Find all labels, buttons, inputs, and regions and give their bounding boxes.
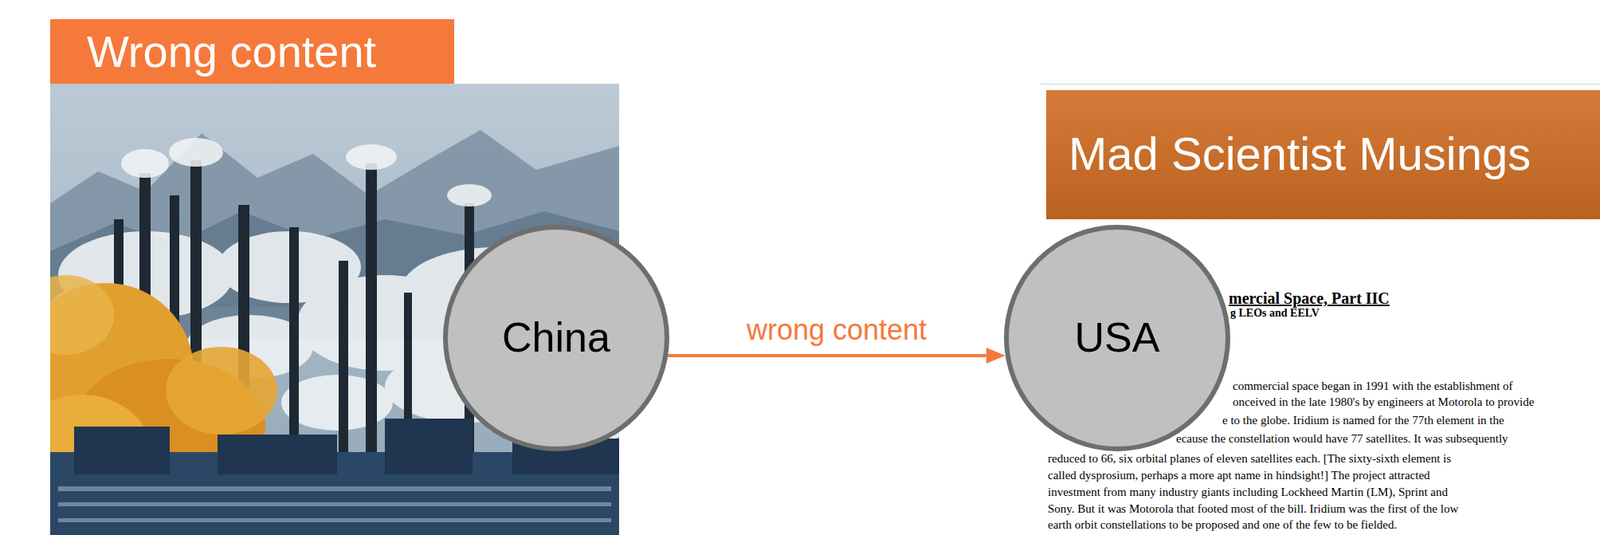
arrow-head <box>986 347 1006 364</box>
illustration-part <box>165 346 278 435</box>
body-line: Sony. But it was Motorola that footed mo… <box>1047 501 1459 516</box>
body-line: investment from many industry giants inc… <box>1047 484 1448 499</box>
body-line: ecause the constellation would have 77 s… <box>1176 431 1509 446</box>
connector-line <box>667 353 987 357</box>
illustration-part <box>365 163 377 483</box>
node-label: USA <box>1074 313 1161 362</box>
body-line: commercial space began in 1991 with the … <box>1232 378 1514 393</box>
country-circle: USA <box>1003 224 1231 451</box>
article-heading: mercial Space, Part IIC <box>1228 288 1390 308</box>
illustration-part <box>74 426 170 475</box>
illustration-part <box>338 260 349 483</box>
body-line: onceived in the late 1980's by engineers… <box>1232 394 1534 409</box>
circle-shape <box>445 227 667 449</box>
illustration-part <box>345 144 397 170</box>
illustration-part <box>168 137 224 167</box>
illustration-part <box>217 434 338 475</box>
illustration-part <box>50 274 114 355</box>
title-tag: Wrong content <box>50 19 455 84</box>
illustration-part <box>121 137 492 207</box>
edge-label: wrong content <box>743 313 930 346</box>
title-text: Wrong content <box>86 27 377 77</box>
illustration-part <box>1046 90 1600 220</box>
body-line: earth orbit constellations to be propose… <box>1047 517 1397 532</box>
illustration-part <box>1040 83 1600 85</box>
body-line: called dysprosium, perhaps a more apt na… <box>1047 467 1431 483</box>
illustration-part <box>58 486 612 491</box>
node-label: China <box>501 313 611 362</box>
body-line: reduced to 66, six orbital planes of ele… <box>1047 450 1451 466</box>
country-circle: China <box>443 224 670 451</box>
illustration-part <box>58 501 612 506</box>
illustration-part <box>121 149 169 178</box>
body-line: e to the globe. Iridium is named for the… <box>1222 412 1505 428</box>
illustration-part <box>384 418 473 475</box>
arrow-connector <box>667 347 1006 364</box>
blog-title: Mad Scientist Musings <box>1068 125 1531 182</box>
illustration-part <box>58 517 612 522</box>
illustration-part <box>58 486 612 522</box>
article-subheading: g LEOs and EELV <box>1230 306 1320 321</box>
illustration-part <box>447 184 492 207</box>
circle-shape <box>1006 227 1228 449</box>
